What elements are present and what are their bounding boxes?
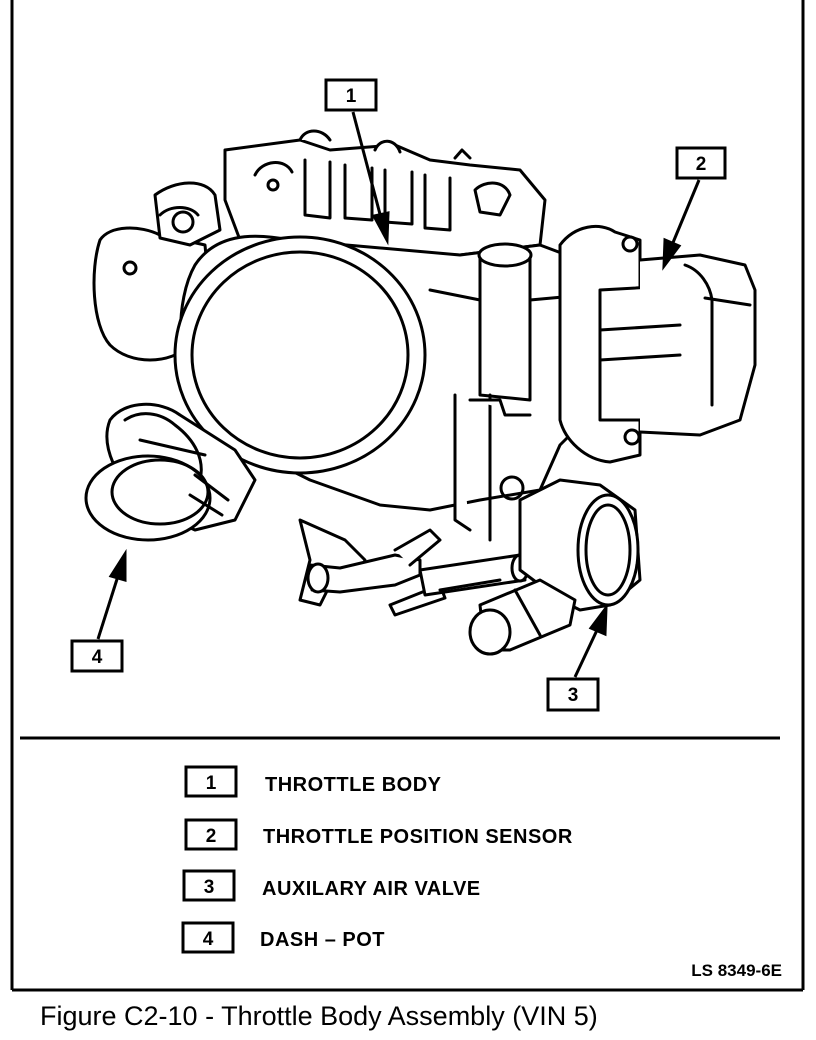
callout-3-leader xyxy=(573,603,608,678)
legend-number: 1 xyxy=(206,773,217,794)
legend-label: THROTTLE POSITION SENSOR xyxy=(263,826,573,848)
lower-fittings xyxy=(298,518,530,617)
legend-item-dash-pot: 4 DASH – POT xyxy=(181,921,385,954)
throttle-body-illustration xyxy=(84,129,757,656)
figure-caption: Figure C2-10 - Throttle Body Assembly (V… xyxy=(40,1001,598,1031)
legend-label: DASH – POT xyxy=(260,929,385,951)
dash-pot-body xyxy=(84,402,257,542)
legend-number: 3 xyxy=(204,877,215,898)
drawing-code: LS 8349-6E xyxy=(691,961,782,980)
top-linkage xyxy=(223,129,547,257)
tps-sensor-body xyxy=(558,224,757,464)
callout-3-number: 3 xyxy=(568,685,579,706)
center-column xyxy=(428,242,587,542)
callout-3: 3 xyxy=(546,677,600,712)
callout-1-leader xyxy=(351,111,390,246)
legend-item-auxilary-air-valve: 3 AUXILARY AIR VALVE xyxy=(182,869,481,902)
figure-border xyxy=(10,0,805,992)
legend: 1 THROTTLE BODY 2 THROTTLE POSITION SENS… xyxy=(181,765,573,954)
callout-1-number: 1 xyxy=(346,86,357,107)
legend-item-throttle-body: 1 THROTTLE BODY xyxy=(184,765,442,798)
legend-label: AUXILARY AIR VALVE xyxy=(262,878,481,900)
legend-number: 2 xyxy=(206,826,217,847)
legend-item-throttle-position-sensor: 2 THROTTLE POSITION SENSOR xyxy=(184,818,573,851)
callout-2-leader xyxy=(662,179,701,271)
callout-4-number: 4 xyxy=(92,647,103,668)
callout-2: 2 xyxy=(675,146,727,180)
callout-1: 1 xyxy=(324,78,378,112)
callout-4-leader xyxy=(96,548,127,640)
callout-4: 4 xyxy=(70,639,124,673)
legend-label: THROTTLE BODY xyxy=(265,774,442,796)
auxiliary-air-valve-body xyxy=(468,478,642,656)
legend-number: 4 xyxy=(203,929,214,950)
throttle-bore xyxy=(173,235,427,475)
callout-2-number: 2 xyxy=(696,154,707,175)
